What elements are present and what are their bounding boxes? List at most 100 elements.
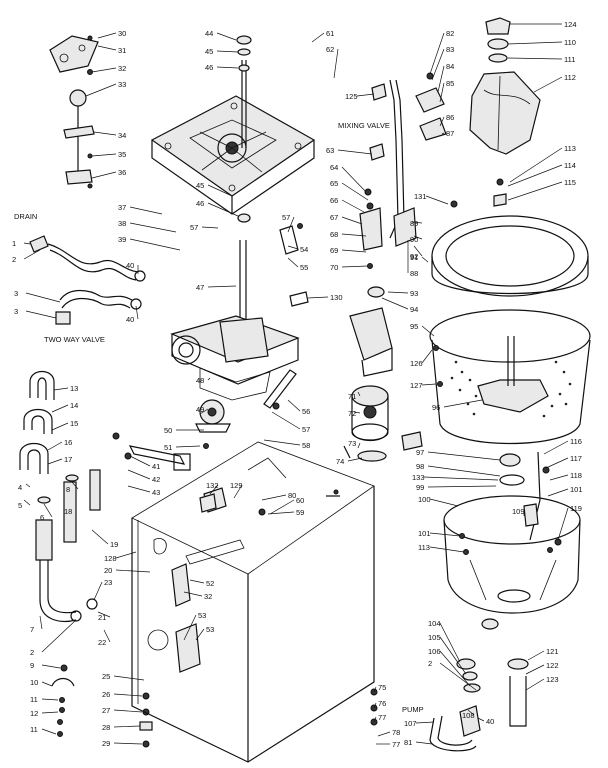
leader-line [216, 66, 239, 69]
callout-84: 84 [437, 62, 454, 93]
callout-label: 37 [118, 203, 126, 212]
tub-cover-plate-part [150, 35, 316, 223]
callout-101: 101 [547, 485, 583, 497]
callout-3: 3 [14, 289, 61, 303]
callout-label: 100 [418, 495, 431, 504]
callout-109: 109 [512, 507, 525, 516]
callout-label: 78 [392, 728, 400, 737]
callout-label: 12 [30, 709, 38, 718]
callout-label: 131 [414, 192, 427, 201]
leader-line [97, 45, 117, 51]
callout-label: 18 [64, 507, 72, 516]
note-pump: PUMP [402, 705, 424, 714]
callout-label: 91 [410, 253, 418, 262]
callout-133: 133 [412, 473, 499, 482]
callout-label: 72 [348, 409, 356, 418]
leader-line [189, 579, 205, 584]
leader-line [47, 458, 63, 465]
callout-70: 70 [330, 263, 369, 272]
callout-94: 94 [381, 297, 418, 314]
callout-107: 107 [404, 719, 435, 728]
callout-72: 72 [348, 409, 361, 418]
callout-10: 10 [30, 678, 53, 687]
leader-line [183, 614, 197, 641]
callout-90: 90 [410, 235, 423, 244]
leader-line [25, 310, 57, 319]
callout-label: 95 [410, 322, 418, 331]
callout-88: 88 [407, 240, 418, 278]
callout-label: 57 [302, 425, 310, 434]
callout-52: 52 [189, 579, 214, 588]
leader-line [261, 494, 287, 501]
callout-100: 100 [418, 495, 459, 507]
leader-line [91, 67, 117, 73]
callout-label: 1 [12, 239, 16, 248]
callout-55: 55 [287, 257, 308, 272]
callout-9: 9 [30, 661, 61, 670]
leader-line [127, 469, 151, 480]
callout-label: 114 [564, 161, 576, 170]
callout-122: 122 [525, 661, 559, 675]
leader-line [381, 297, 409, 310]
callout-30: 30 [97, 29, 126, 39]
leader-line [425, 195, 449, 205]
callout-50: 50 [164, 426, 204, 435]
leader-line [129, 238, 181, 251]
leader-line [533, 76, 563, 93]
leader-line [199, 408, 209, 415]
leader-line [557, 507, 569, 541]
callout-label: 69 [330, 246, 338, 255]
callout-63: 63 [326, 146, 373, 155]
callout-label: 122 [546, 661, 559, 670]
leader-line [441, 132, 445, 135]
leader-line [23, 249, 41, 260]
leader-line [413, 245, 423, 257]
callout-48: 48 [196, 376, 211, 385]
callout-17: 17 [47, 455, 72, 465]
callout-label: 57 [282, 213, 290, 222]
callout-label: 70 [330, 263, 338, 272]
callout-104: 104 [428, 619, 461, 663]
leader-line [91, 171, 117, 179]
callout-45: 45 [205, 47, 239, 56]
leader-line [287, 245, 299, 250]
cabinet-part [131, 441, 375, 763]
callout-label: 129 [230, 481, 243, 490]
outer-tub-part [429, 215, 591, 445]
leader-line [91, 529, 109, 545]
leader-line [93, 581, 103, 601]
callout-59: 59 [267, 508, 304, 517]
callout-label: 2 [428, 659, 432, 668]
leader-line [103, 629, 111, 643]
callout-105: 105 [428, 633, 467, 675]
transmission-part [170, 240, 300, 433]
callout-22: 22 [98, 629, 111, 647]
leader-line [41, 728, 57, 735]
callout-46b: 46 [196, 199, 239, 217]
callout-label: 128 [104, 554, 117, 563]
callout-38: 38 [118, 219, 177, 233]
fasteners-part [51, 432, 186, 748]
leader-line [443, 399, 483, 408]
callout-label: 76 [378, 699, 386, 708]
leader-line [377, 731, 391, 737]
callout-15: 15 [51, 419, 78, 431]
callout-label: 113 [418, 543, 430, 552]
callout-label: 3 [14, 307, 18, 316]
callout-label: 101 [418, 529, 431, 538]
callout-86: 86 [439, 113, 454, 127]
callout-69: 69 [330, 246, 367, 255]
callout-label: 51 [164, 443, 172, 452]
callout-label: 40 [126, 261, 134, 270]
callout-label: 53 [206, 625, 214, 634]
callout-label: 124 [564, 20, 577, 29]
callout-118: 118 [549, 471, 582, 481]
callout-label: 28 [102, 723, 110, 732]
leader-line [527, 650, 545, 661]
callout-19: 19 [91, 529, 118, 549]
leader-line [357, 442, 361, 449]
leader-line [341, 199, 365, 213]
mixing-valve-part [289, 72, 458, 307]
leader-line [477, 717, 485, 722]
leader-line [287, 257, 299, 268]
